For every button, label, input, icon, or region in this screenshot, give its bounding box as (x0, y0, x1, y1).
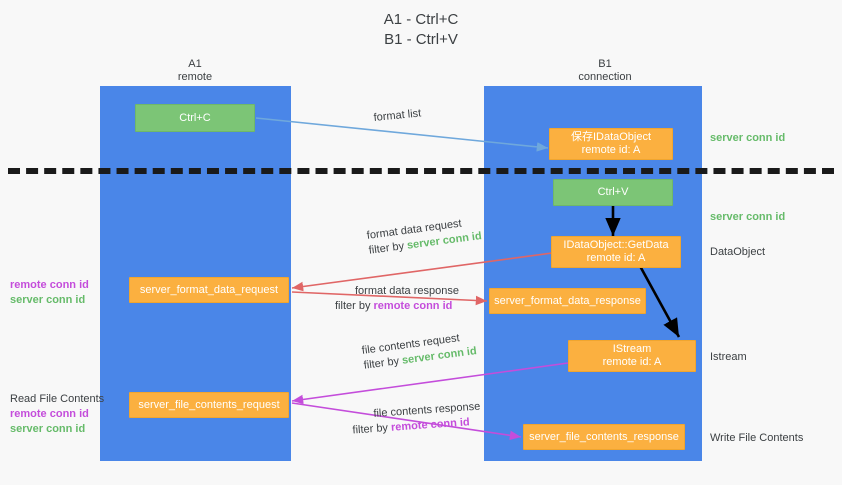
diagram-title: A1 - Ctrl+C B1 - Ctrl+V (0, 10, 842, 50)
node-save-idataobject-line1: 保存IDataObject (570, 131, 652, 143)
title-line-2: B1 - Ctrl+V (384, 31, 458, 48)
filter-prefix: filter by (352, 421, 392, 437)
column-b1-name: B1 (598, 58, 612, 70)
node-server-file-contents-response[interactable]: server_file_contents_response (523, 424, 685, 450)
note-server-conn-id-top-text: server conn id (710, 132, 786, 144)
edge-label-file-contents-response: file contents response filter by remote … (352, 400, 482, 437)
phase-divider (8, 168, 834, 174)
filter-prefix: filter by (335, 300, 374, 312)
node-server-format-data-response-label: server_format_data_response (494, 294, 641, 307)
node-ctrl-v[interactable]: Ctrl+V (553, 179, 673, 206)
node-server-format-data-request[interactable]: server_format_data_request (129, 277, 289, 303)
column-header-b1: B1 connection (505, 58, 705, 84)
node-server-file-contents-request[interactable]: server_file_contents_request (129, 392, 289, 418)
edge-label-format-data-response-filter: filter by remote conn id (335, 299, 459, 314)
note-remote-conn-id-2: remote conn id (10, 408, 89, 420)
node-istream-line1: IStream (612, 343, 652, 355)
node-istream[interactable]: IStream remote id: A (568, 340, 696, 372)
edge-label-format-data-response-text: format data response (355, 285, 459, 297)
note-write-file-contents-text: Write File Contents (710, 432, 804, 444)
filter-prefix: filter by (368, 239, 408, 257)
column-b1-subtitle: connection (578, 71, 632, 83)
edge-label-format-list: format list (373, 106, 422, 126)
node-istream-line2: remote id: A (602, 356, 662, 368)
column-a1-subtitle: remote (177, 71, 213, 83)
note-istream-text: Istream (710, 351, 747, 363)
node-server-file-contents-response-label: server_file_contents_response (529, 430, 679, 443)
note-server-conn-id-mid-text: server conn id (710, 211, 786, 223)
note-istream: Istream (710, 350, 747, 365)
node-ctrl-c[interactable]: Ctrl+C (135, 104, 255, 132)
node-idataobject-getdata-line2: remote id: A (586, 252, 646, 264)
edge-label-format-data-request: format data request filter by server con… (366, 214, 483, 259)
note-server-conn-id-top: server conn id (710, 131, 785, 146)
note-dataobject: DataObject (710, 245, 765, 260)
edge-label-file-contents-response-filter: filter by remote conn id (352, 414, 482, 438)
node-server-format-data-request-label: server_format_data_request (139, 283, 279, 296)
note-write-file-contents: Write File Contents (710, 431, 803, 446)
note-server-conn-id-1: server conn id (10, 294, 86, 306)
node-save-idataobject[interactable]: 保存IDataObject remote id: A (549, 128, 673, 160)
column-header-a1: A1 remote (95, 58, 295, 84)
column-a1-name: A1 (188, 58, 202, 70)
edge-label-format-list-text: format list (373, 107, 422, 124)
node-idataobject-getdata[interactable]: IDataObject::GetData remote id: A (551, 236, 681, 268)
node-ctrl-v-label: Ctrl+V (597, 186, 629, 198)
title-line-1: A1 - Ctrl+C (383, 11, 459, 28)
node-server-format-data-response[interactable]: server_format_data_response (489, 288, 646, 314)
note-read-file-contents-text: Read File Contents (10, 393, 105, 405)
filter-prefix: filter by (363, 354, 403, 372)
edge-label-file-contents-request: file contents request filter by server c… (361, 329, 478, 374)
token-remote-conn-id: remote conn id (373, 300, 453, 312)
note-conn-ids-format: remote conn id server conn id (10, 278, 89, 308)
note-remote-conn-id-1: remote conn id (10, 279, 89, 291)
note-dataobject-text: DataObject (710, 246, 766, 258)
node-idataobject-getdata-line1: IDataObject::GetData (563, 239, 669, 251)
node-save-idataobject-line2: remote id: A (581, 144, 641, 156)
note-server-conn-id-mid: server conn id (710, 210, 785, 225)
node-server-file-contents-request-label: server_file_contents_request (138, 398, 280, 411)
edge-label-format-data-response: format data response filter by remote co… (335, 284, 459, 314)
note-read-file-contents: Read File Contents remote conn id server… (10, 392, 104, 437)
token-remote-conn-id: remote conn id (390, 416, 471, 434)
node-ctrl-c-label: Ctrl+C (179, 111, 211, 124)
note-server-conn-id-2: server conn id (10, 423, 86, 435)
